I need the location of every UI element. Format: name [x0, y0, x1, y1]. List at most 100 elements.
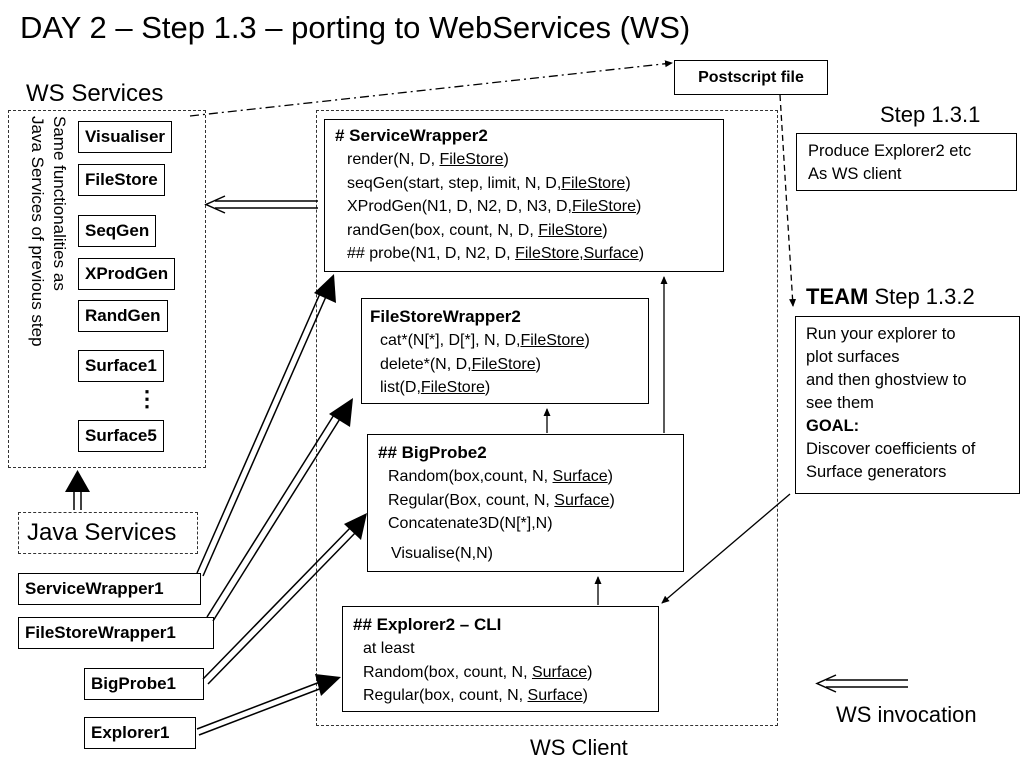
method-line: seqGen(start, step, limit, N, D,FileStor…	[347, 172, 723, 196]
step132-label: TEAM Step 1.3.2	[806, 284, 975, 310]
big-probe2-header: ## BigProbe2	[378, 443, 487, 462]
step132-line-5: Discover coefficients of	[806, 440, 976, 458]
method-close: )	[535, 355, 541, 373]
method-line: Visualise(N,N)	[388, 542, 683, 566]
method-close: )	[625, 174, 631, 192]
ws-services-label: WS Services	[26, 80, 164, 107]
ws-invocation-label: WS invocation	[836, 702, 977, 727]
method-close: )	[636, 198, 642, 215]
page-title: DAY 2 – Step 1.3 – porting to WebService…	[20, 10, 691, 45]
method-line: Concatenate3D(N[*],N)	[388, 512, 683, 536]
method-line: ## probe(N1, D, N2, D, FileStore,Surface…	[347, 242, 723, 266]
method-text: cat*(N[*], D[*], N, D,	[380, 332, 521, 349]
method-text: randGen(box, count, N, D,	[347, 221, 539, 239]
method-text: seqGen(start, step, limit, N, D,	[347, 174, 562, 192]
param-type: FileStore	[515, 245, 580, 262]
method-close: )	[484, 379, 491, 396]
service-wrapper1-box[interactable]: ServiceWrapper1	[18, 573, 201, 605]
method-line: randGen(box, count, N, D, FileStore)	[347, 219, 723, 243]
filestore-wrapper2-box[interactable]: FileStoreWrapper2 cat*(N[*], D[*], N, D,…	[361, 298, 649, 404]
service-xprodgen[interactable]: XProdGen	[78, 258, 176, 290]
method-text: Random(box, count, N,	[363, 663, 532, 681]
param-type: FileStore	[561, 174, 626, 192]
method-text: list(D,	[380, 379, 421, 396]
method-text: at least	[363, 640, 415, 657]
step-to-explorer-arrow	[661, 493, 791, 604]
method-line: Random(box, count, N, Surface)	[363, 661, 658, 685]
method-separator: ,	[579, 245, 584, 262]
postscript-to-step-line	[779, 94, 797, 307]
method-text: XProdGen(N1, D, N2, D, N3, D,	[347, 198, 572, 215]
service-seqgen[interactable]: SeqGen	[78, 215, 157, 247]
ws-invocation-legend-arrow	[815, 674, 908, 693]
method-close: )	[587, 663, 593, 681]
big-probe2-box[interactable]: ## BigProbe2 Random(box,count, N, Surfac…	[367, 434, 684, 572]
service-wrapper2-header: # ServiceWrapper2	[335, 126, 488, 145]
big-probe1-box[interactable]: BigProbe1	[84, 668, 204, 700]
param-type: FileStore	[538, 221, 603, 239]
method-close: )	[582, 687, 588, 704]
service-randgen[interactable]: RandGen	[78, 300, 168, 332]
param-type: FileStore	[471, 355, 536, 373]
method-text: Visualise(N,N)	[391, 544, 493, 562]
ws-invoke-arrow-services	[204, 195, 318, 214]
sw1-to-sw2-arrow	[196, 274, 336, 577]
param-type: FileStore	[420, 379, 485, 396]
step132-goal: GOAL:	[806, 417, 860, 435]
ex1-to-ex2-arrow	[196, 674, 341, 736]
service-wrapper2-box[interactable]: # ServiceWrapper2 render(N, D, FileStore…	[324, 119, 724, 272]
java-to-services-arrow	[65, 470, 90, 510]
postscript-file-box[interactable]: Postscript file	[674, 60, 828, 95]
method-text: ## probe(N1, D, N2, D,	[347, 245, 516, 262]
step132-box: Run your explorer to plot surfaces and t…	[795, 316, 1020, 494]
ellipsis-icon: ⋮	[136, 386, 158, 411]
method-text: delete*(N, D,	[380, 355, 472, 373]
explorer1-box[interactable]: Explorer1	[84, 717, 196, 749]
step132-line-2: plot surfaces	[806, 348, 900, 366]
param-type: FileStore	[571, 198, 636, 215]
filestore-wrapper2-header: FileStoreWrapper2	[370, 307, 521, 326]
param-type: Surface	[583, 245, 639, 262]
step132-line-4: see them	[806, 394, 874, 412]
method-text: Concatenate3D(N[*],N)	[388, 515, 553, 532]
method-close: )	[609, 491, 615, 509]
ws-client-label: WS Client	[530, 735, 628, 760]
method-line: cat*(N[*], D[*], N, D,FileStore)	[380, 329, 648, 353]
step131-box: Produce Explorer2 etc As WS client	[796, 133, 1017, 191]
method-close: )	[602, 221, 608, 239]
method-line: render(N, D, FileStore)	[347, 148, 723, 172]
ws-services-group	[8, 110, 206, 468]
team-label: TEAM	[806, 284, 869, 309]
step132-line-1: Run your explorer to	[806, 325, 956, 343]
explorer2-box[interactable]: ## Explorer2 – CLI at least Random(box, …	[342, 606, 659, 712]
step132-line-6: Surface generators	[806, 463, 947, 481]
method-close: )	[584, 332, 590, 349]
method-line: list(D,FileStore)	[380, 376, 648, 400]
method-text: render(N, D,	[347, 151, 440, 168]
method-line: at least	[363, 637, 658, 661]
method-text: Regular(box, count, N,	[363, 687, 528, 704]
step132-title: Step 1.3.2	[868, 284, 975, 309]
param-type: Surface	[552, 468, 608, 485]
param-type: FileStore	[520, 332, 585, 349]
postscript-link-line	[189, 60, 673, 117]
explorer2-header: ## Explorer2 – CLI	[353, 615, 502, 634]
param-type: Surface	[527, 687, 583, 704]
method-line: Regular(box, count, N, Surface)	[363, 684, 658, 708]
step132-line-3: and then ghostview to	[806, 371, 967, 389]
bp1-to-bp2-arrow	[202, 513, 367, 685]
filestore-wrapper1-box[interactable]: FileStoreWrapper1	[18, 617, 214, 649]
method-line: delete*(N, D,FileStore)	[380, 353, 648, 377]
java-services-box: Java Services	[18, 512, 198, 554]
method-line: XProdGen(N1, D, N2, D, N3, D,FileStore)	[347, 195, 723, 219]
service-filestore[interactable]: FileStore	[78, 164, 165, 196]
step131-label: Step 1.3.1	[880, 102, 981, 127]
service-visualiser[interactable]: Visualiser	[78, 121, 173, 153]
service-surface5[interactable]: Surface5	[78, 420, 164, 452]
service-surface1[interactable]: Surface1	[78, 350, 164, 382]
method-close: )	[607, 468, 613, 485]
step131-text-line-2: As WS client	[808, 165, 902, 183]
method-text: Random(box,count, N,	[388, 468, 553, 485]
method-line: Random(box,count, N, Surface)	[388, 465, 683, 489]
